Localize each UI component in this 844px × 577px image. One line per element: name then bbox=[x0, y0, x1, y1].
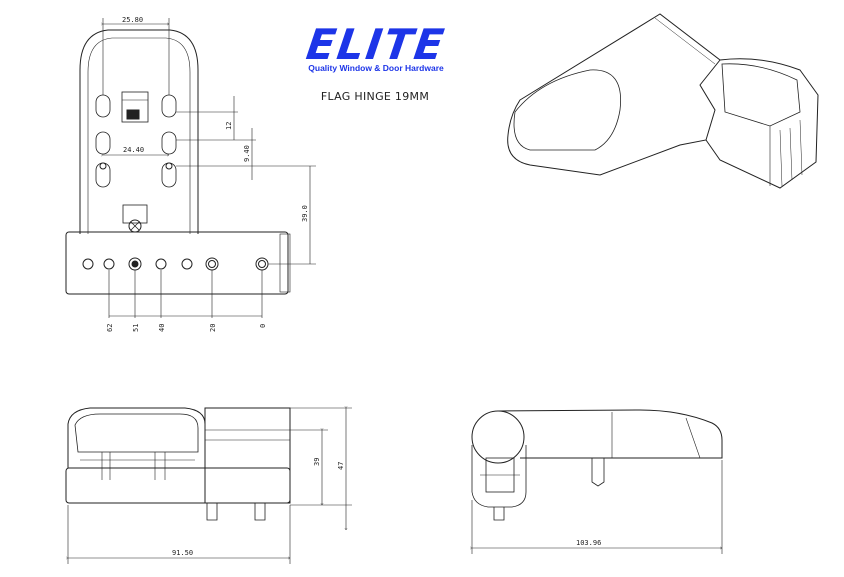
dim-pos-40: 40 bbox=[158, 324, 166, 332]
dim-39: 39 bbox=[313, 458, 321, 466]
front-view bbox=[65, 29, 291, 295]
isometric-view bbox=[507, 13, 819, 189]
front-view-dimensions bbox=[103, 18, 316, 318]
side-view-dimension-labels: 103.96 bbox=[576, 539, 601, 547]
dim-pos-0: 0 bbox=[259, 324, 267, 328]
front-view-dimension-labels: 25.80 24.40 12 9.40 39.0 62 51 40 20 0 bbox=[106, 16, 309, 332]
side-view-dimensions bbox=[472, 460, 722, 554]
dim-pos-62: 62 bbox=[106, 324, 114, 332]
dim-pos-20: 20 bbox=[209, 324, 217, 332]
dim-12: 12 bbox=[225, 122, 233, 130]
dim-24-40: 24.40 bbox=[123, 146, 144, 154]
product-title: FLAG HINGE 19MM bbox=[320, 90, 430, 103]
logo-tagline: Quality Window & Door Hardware bbox=[308, 63, 444, 73]
elite-logo: ELITE Quality Window & Door Hardware bbox=[287, 20, 465, 73]
dim-9-40: 9.40 bbox=[243, 145, 251, 162]
dim-pos-51: 51 bbox=[132, 324, 140, 332]
dim-91-50: 91.50 bbox=[172, 549, 193, 557]
bottom-view-dimensions bbox=[68, 408, 352, 564]
bottom-view-dimension-labels: 91.50 39 47 bbox=[172, 458, 345, 557]
side-view bbox=[471, 409, 723, 521]
bottom-view bbox=[65, 407, 291, 521]
dim-47: 47 bbox=[337, 462, 345, 470]
dim-25-80: 25.80 bbox=[122, 16, 143, 24]
dim-39-0: 39.0 bbox=[301, 205, 309, 222]
dim-103-96: 103.96 bbox=[576, 539, 601, 547]
